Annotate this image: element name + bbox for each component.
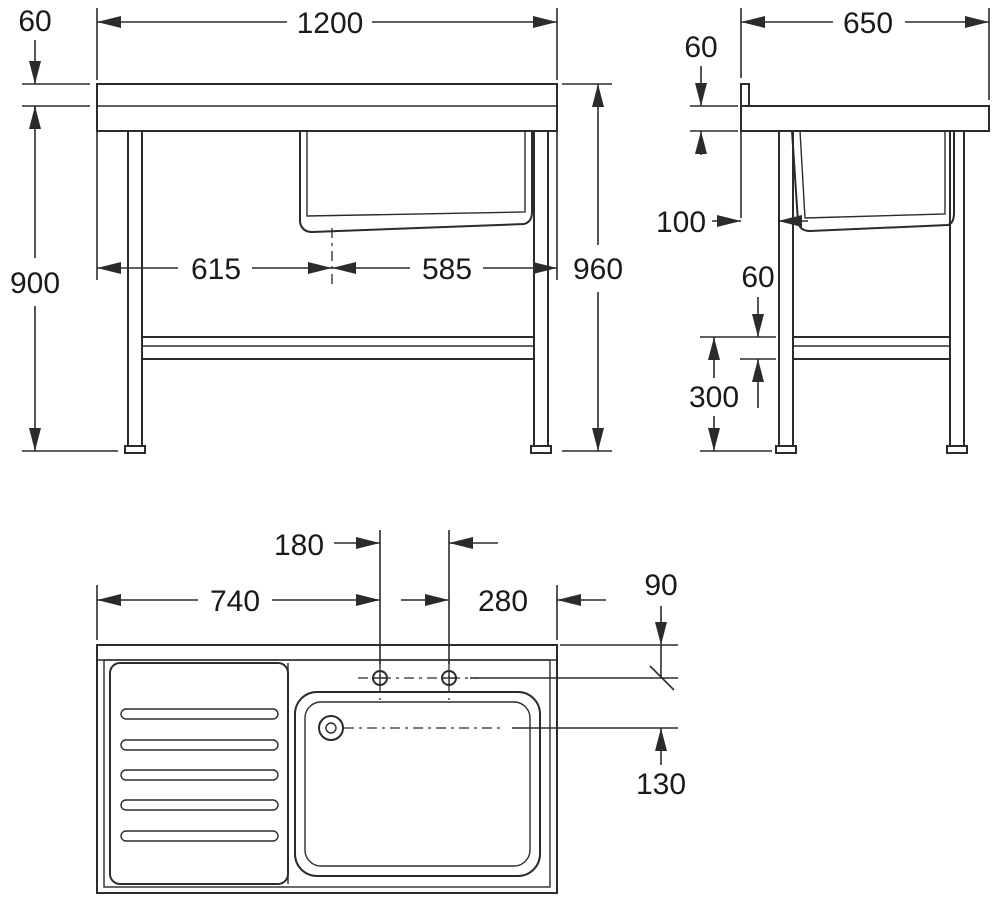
side-back-leg: [949, 129, 965, 447]
side-worktop: [740, 105, 990, 132]
dim-height-label: 900: [10, 267, 60, 300]
dim-tap-spacing-label: 180: [274, 529, 324, 562]
dim-waste-from-back-label: 130: [636, 768, 686, 801]
dim-740-label: 740: [210, 585, 260, 618]
waste-outlet-icon: [318, 715, 344, 741]
dim-615-label: 615: [191, 253, 241, 286]
dim-bowl-depth-label: 100: [656, 206, 706, 239]
dim-shelf-height-label: 300: [689, 381, 739, 414]
front-right-foot: [530, 445, 552, 454]
side-front-leg: [778, 129, 794, 447]
drainer-grooves: [120, 708, 279, 842]
dim-width-label: 1200: [297, 7, 364, 40]
dim-shelf-thickness-label: 60: [741, 261, 774, 294]
front-left-foot: [124, 445, 146, 454]
top-view: 180 740 280 90 130: [96, 529, 686, 894]
side-undershelf: [792, 336, 951, 360]
side-upstand: [740, 83, 750, 107]
dim-585-label: 585: [422, 253, 472, 286]
top-sink-bowl: [294, 691, 541, 877]
dim-upstand-label: 60: [684, 31, 717, 64]
dim-total-height-label: 960: [573, 253, 623, 286]
front-left-leg: [127, 129, 143, 447]
dim-280-label: 280: [478, 585, 528, 618]
front-worktop: [96, 83, 558, 132]
side-view: 650 60 100 60 300: [656, 7, 990, 454]
front-right-leg: [533, 129, 549, 447]
dim-depth-label: 650: [843, 7, 893, 40]
top-worktop: [96, 644, 558, 894]
front-undershelf: [141, 336, 535, 360]
dim-splashback-label: 60: [18, 5, 51, 38]
front-view: 1200 60 900 960 615 585: [10, 5, 623, 454]
dim-tap-from-back-label: 90: [644, 569, 677, 602]
front-sink-bowl: [299, 131, 533, 234]
